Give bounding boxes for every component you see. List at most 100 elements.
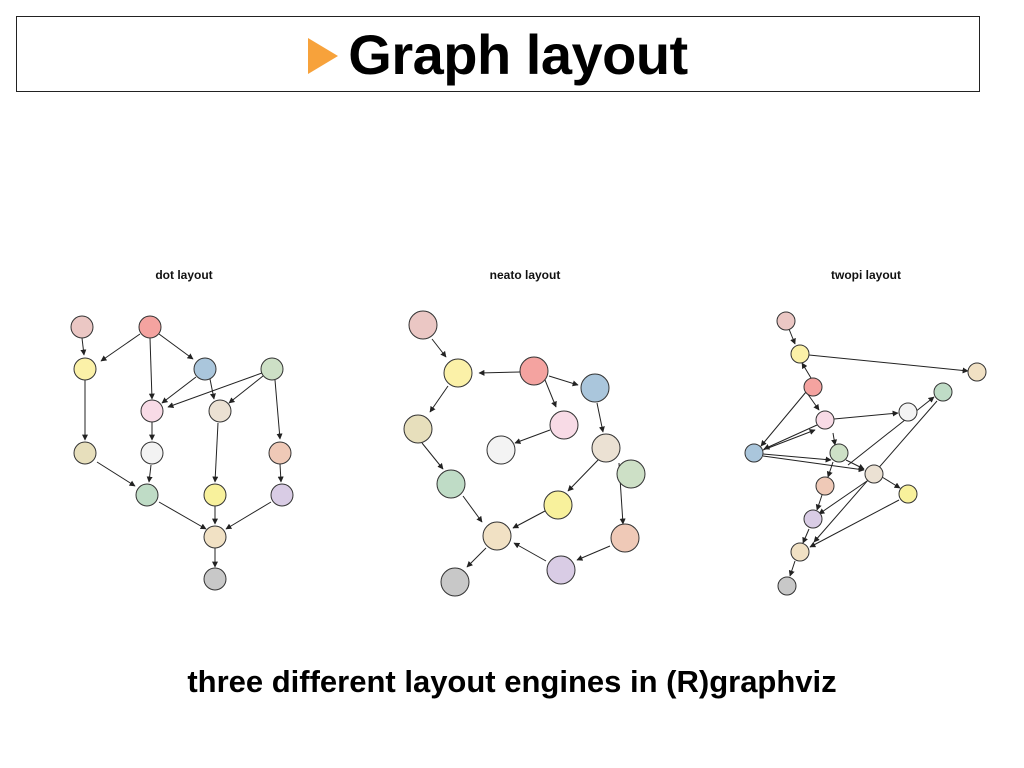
twopi-node <box>803 377 823 397</box>
dot-node <box>208 399 232 423</box>
dot-node <box>140 399 164 423</box>
neato-node <box>408 310 438 340</box>
twopi-edge <box>845 459 865 470</box>
twopi-edge <box>847 396 935 466</box>
page-title: Graph layout <box>348 22 688 86</box>
neato-edge <box>462 495 483 523</box>
dot-edge <box>100 333 141 362</box>
twopi-edge <box>806 392 820 411</box>
neato-node <box>482 521 512 551</box>
neato-node <box>610 523 640 553</box>
twopi-node <box>803 509 823 529</box>
title-bar: Graph layout <box>16 16 980 92</box>
neato-edge <box>596 402 605 433</box>
dot-edge <box>96 461 136 487</box>
neato-edge <box>466 547 487 568</box>
twopi-nodes <box>744 311 987 596</box>
dot-edge <box>274 379 283 440</box>
neato-edge <box>514 429 551 444</box>
dot-node <box>203 525 227 549</box>
twopi-node <box>933 382 953 402</box>
neato-node <box>440 567 470 597</box>
dot-node <box>70 315 94 339</box>
twopi-node <box>829 443 849 463</box>
twopi-edge <box>809 499 900 548</box>
neato-edge <box>512 510 546 529</box>
dot-edge <box>212 422 219 483</box>
twopi-node <box>967 362 987 382</box>
twopi-node <box>777 576 797 596</box>
neato-node <box>580 373 610 403</box>
neato-node <box>403 414 433 444</box>
twopi-edge <box>808 354 969 374</box>
dot-edge <box>148 337 155 400</box>
twopi-edge <box>818 480 868 515</box>
neato-node <box>519 356 549 386</box>
neato-edge <box>548 375 579 387</box>
twopi-node <box>864 464 884 484</box>
neato-edge <box>431 338 447 358</box>
dot-edge <box>158 333 194 360</box>
twopi-node <box>776 311 796 331</box>
dot-edge <box>225 501 272 530</box>
twopi-layout-panel: twopi layout <box>716 262 1016 607</box>
twopi-edge <box>881 476 901 489</box>
twopi-edge <box>788 328 796 345</box>
dot-node <box>203 483 227 507</box>
twopi-edge <box>802 528 810 544</box>
dot-layout-title: dot layout <box>155 268 213 282</box>
neato-node <box>591 433 621 463</box>
neato-node <box>543 490 573 520</box>
dot-node <box>138 315 162 339</box>
twopi-edge <box>762 455 865 473</box>
twopi-node <box>790 344 810 364</box>
dot-layout-panel: dot layout <box>34 262 334 607</box>
twopi-edges <box>760 328 969 577</box>
dot-edge <box>161 376 197 404</box>
dot-node <box>193 357 217 381</box>
twopi-edge <box>762 429 816 451</box>
dot-edge <box>80 337 87 356</box>
dot-edge <box>228 375 264 404</box>
twopi-node <box>744 443 764 463</box>
neato-node <box>486 435 516 465</box>
dot-node <box>73 441 97 465</box>
twopi-edge <box>831 432 838 446</box>
dot-edge <box>277 463 284 483</box>
dot-layout-graph <box>70 315 294 591</box>
twopi-edge <box>763 424 818 450</box>
neato-node <box>616 459 646 489</box>
neato-layout-panel: neato layout <box>375 262 675 607</box>
dot-node <box>268 441 292 465</box>
twopi-edge <box>833 410 899 420</box>
neato-edge <box>513 542 547 562</box>
dot-node <box>140 441 164 465</box>
dot-edge <box>209 378 216 400</box>
twopi-edge <box>826 461 834 478</box>
neato-edge <box>429 385 449 413</box>
neato-node <box>443 358 473 388</box>
neato-layout-title: neato layout <box>489 268 561 282</box>
neato-edges <box>421 338 626 568</box>
neato-node <box>546 555 576 585</box>
dot-node <box>260 357 284 381</box>
neato-edge <box>421 442 444 470</box>
dot-edge <box>158 501 207 530</box>
twopi-layout-title: twopi layout <box>831 268 901 282</box>
neato-edge <box>478 369 521 376</box>
slide-caption: three different layout engines in (R)gra… <box>187 664 837 699</box>
neato-edge <box>542 374 557 408</box>
twopi-edge <box>815 494 823 511</box>
neato-node <box>436 469 466 499</box>
twopi-edge <box>801 362 812 379</box>
twopi-layout-graph <box>744 311 987 596</box>
neato-nodes <box>403 310 646 597</box>
dot-node <box>73 357 97 381</box>
twopi-edge <box>760 391 807 447</box>
dot-nodes <box>70 315 294 591</box>
twopi-node <box>898 402 918 422</box>
twopi-edge <box>788 560 796 577</box>
dot-edge <box>167 372 263 408</box>
twopi-node <box>898 484 918 504</box>
